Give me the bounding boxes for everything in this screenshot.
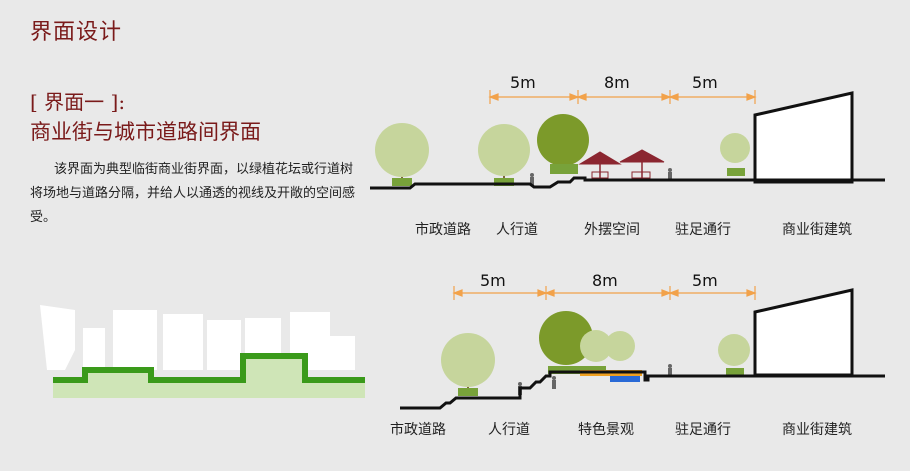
dimension-label: 5m: [692, 271, 718, 290]
commercial-building: [753, 91, 854, 184]
section-label-item: 商业街建筑: [782, 222, 852, 238]
person-icon: [530, 168, 672, 186]
dimension-label: 5m: [692, 73, 718, 92]
small-tree: [720, 133, 750, 176]
section-diagram-bottom: 5m 8m 5m 市政道路 人行道 特色景观 驻足通行 商业街建筑: [390, 271, 885, 438]
site-key-plan: [40, 305, 365, 398]
section-label-item: 人行道: [496, 222, 538, 238]
dimension-label: 8m: [604, 73, 630, 92]
table-set: [591, 171, 651, 179]
section-label-item: 市政道路: [415, 221, 471, 238]
section-description: 该界面为典型临街商业街界面，以绿植花坛或行道树将场地与道路分隔，并给人以通透的视…: [30, 162, 356, 225]
ground-line: [400, 370, 885, 410]
street-tree: [375, 123, 429, 186]
section-label-item: 商业街建筑: [782, 422, 852, 438]
section-label-item: 外摆空间: [584, 222, 640, 238]
planter-tree: [537, 114, 589, 174]
section-diagram-top: 5m 8m 5m 市政道路 人行道 外摆空间 驻足通行 商业街建筑: [370, 73, 885, 238]
page-title: 界面设计: [30, 20, 123, 45]
green-edge-line: [53, 353, 365, 383]
section-label-item: 市政道路: [390, 421, 446, 438]
ground-line: [370, 176, 885, 190]
dimension-line: [452, 286, 757, 300]
dimension-label: 5m: [510, 73, 536, 92]
section-label-item: 人行道: [488, 422, 530, 438]
umbrella-icon: [578, 149, 665, 180]
dimension-label: 5m: [480, 271, 506, 290]
commercial-building: [753, 288, 854, 377]
street-tree: [441, 333, 495, 396]
section-title: 商业街与城市道路间界面: [30, 120, 261, 144]
small-tree: [718, 334, 750, 376]
green-buffer-zone: [53, 356, 365, 398]
dimension-label: 8m: [592, 271, 618, 290]
section-label-item: 驻足通行: [675, 422, 731, 438]
building-blocks: [40, 305, 355, 370]
feature-landscape-tree: [539, 311, 635, 374]
street-tree: [478, 124, 530, 186]
dimension-line: [488, 90, 757, 104]
section-label-item: 特色景观: [578, 421, 634, 438]
section-label-item: 驻足通行: [675, 222, 731, 238]
section-label: [ 界面一 ]:: [30, 90, 126, 114]
